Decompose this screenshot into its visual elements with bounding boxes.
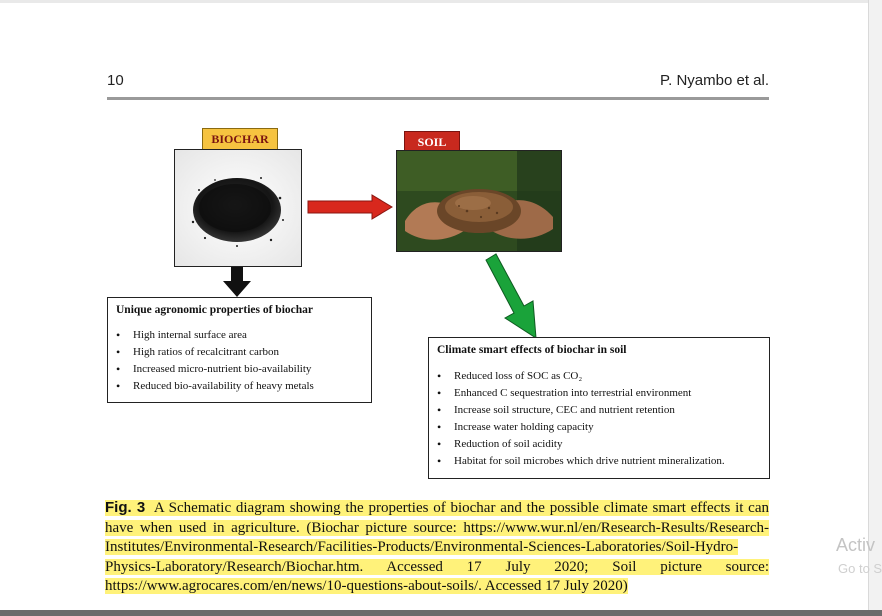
figure-caption[interactable]: Fig. 3 A Schematic diagram showing the p… <box>105 498 769 597</box>
figure-caption-text: A Schematic diagram showing the properti… <box>105 500 769 594</box>
taskbar-edge <box>0 610 882 616</box>
activation-watermark: Activ <box>836 535 876 555</box>
red-arrow-right <box>307 194 393 220</box>
list-item: Reduction of soil acidity <box>437 436 725 453</box>
green-arrow-down-right <box>485 253 537 339</box>
activation-watermark-subtext: Go to S <box>838 561 882 576</box>
climate-smart-effects-title: Climate smart effects of biochar in soil <box>437 344 627 356</box>
list-item: Reduced bio-availability of heavy metals <box>116 378 314 395</box>
list-item: Enhanced C sequestration into terrestria… <box>437 385 725 402</box>
list-item: Increase water holding capacity <box>437 419 725 436</box>
climate-smart-effects-box: Climate smart effects of biochar in soil… <box>428 337 770 479</box>
soil-in-hands-image <box>397 151 561 251</box>
viewer-top-edge <box>0 0 868 3</box>
list-item: Increased micro-nutrient bio-availabilit… <box>116 361 314 378</box>
soil-photo <box>396 150 562 252</box>
list-item: High ratios of recalcitrant carbon <box>116 344 314 361</box>
biochar-pile-image <box>175 150 301 266</box>
list-item: Increase soil structure, CEC and nutrien… <box>437 402 725 419</box>
running-authors: P. Nyambo et al. <box>660 72 769 89</box>
agronomic-properties-box: Unique agronomic properties of biochar H… <box>107 297 372 403</box>
climate-smart-effects-list: Reduced loss of SOC as CO₂ Enhanced C se… <box>437 368 725 470</box>
biochar-photo <box>174 149 302 267</box>
agronomic-properties-list: High internal surface area High ratios o… <box>116 327 314 395</box>
list-item: Habitat for soil microbes which drive nu… <box>437 453 725 470</box>
page-header: 10 P. Nyambo et al. <box>107 72 769 92</box>
page-number: 10 <box>107 72 124 89</box>
biochar-label: BIOCHAR <box>202 128 278 150</box>
header-rule <box>107 97 769 100</box>
list-item: Reduced loss of SOC as CO₂ <box>437 368 725 385</box>
black-arrow-down <box>223 267 251 297</box>
agronomic-properties-title: Unique agronomic properties of biochar <box>116 304 313 316</box>
figure-label: Fig. 3 <box>105 499 146 516</box>
list-item: High internal surface area <box>116 327 314 344</box>
vertical-scrollbar[interactable] <box>868 0 882 616</box>
